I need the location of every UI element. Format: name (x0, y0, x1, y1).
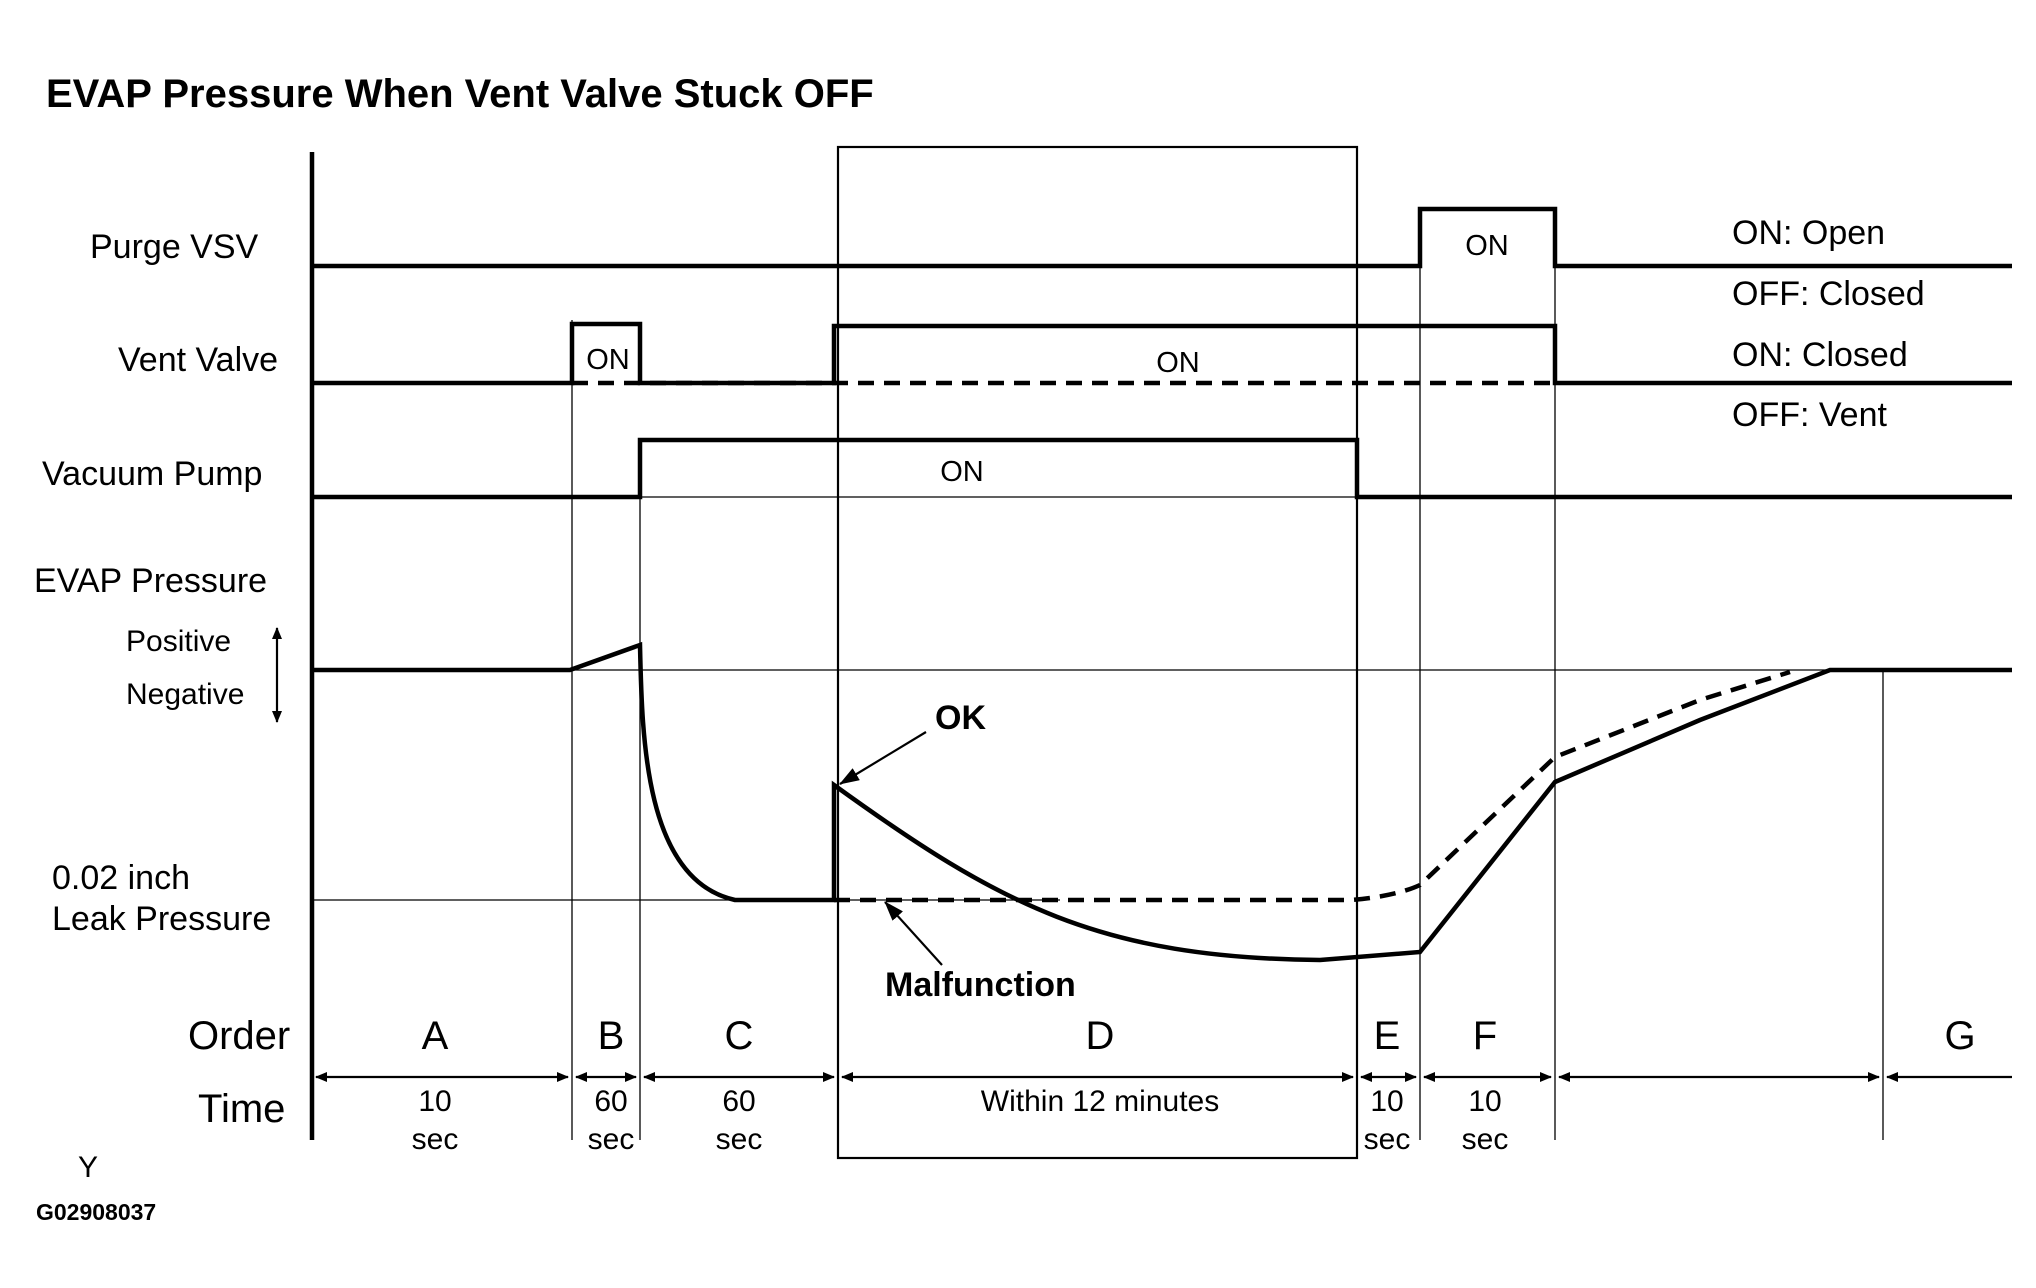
positive-label: Positive (126, 625, 231, 658)
phase-time-value: Within 12 minutes (981, 1085, 1219, 1118)
diagram-title: EVAP Pressure When Vent Valve Stuck OFF (46, 72, 874, 116)
phase-order-label: E (1374, 1014, 1401, 1058)
ok-pointer-arrow (839, 731, 927, 785)
phase-boundaries (571, 262, 1884, 1140)
legend-purge-on: ON: Open (1732, 214, 1885, 252)
legend-vent-off: OFF: Vent (1732, 396, 1887, 434)
purge-vsv-label: Purge VSV (90, 228, 259, 266)
phase-order-label: C (725, 1014, 754, 1058)
phase-time-unit: sec (716, 1123, 763, 1156)
vent-valve-on-short-label: ON (586, 344, 630, 376)
evap-pressure-trace (312, 641, 2012, 963)
legend-purge-off: OFF: Closed (1732, 275, 1925, 313)
phase-time-unit: sec (412, 1123, 459, 1156)
vacuum-pump-on-label: ON (940, 456, 984, 488)
phase-d-window (836, 145, 1359, 1160)
phase-time-unit: sec (588, 1123, 635, 1156)
malfunction-annotation: Malfunction (885, 966, 1076, 1004)
phase-time-unit: sec (1462, 1123, 1509, 1156)
figure-code: G02908037 (36, 1199, 156, 1225)
phase-time-value: 10 (1370, 1085, 1403, 1118)
leak-pressure-label-line1: 0.02 inch (52, 859, 190, 897)
phase-order-label: B (598, 1014, 625, 1058)
phase-order-label: D (1086, 1014, 1115, 1058)
y-mark: Y (78, 1151, 98, 1184)
vacuum-pump-label: Vacuum Pump (42, 455, 262, 493)
phase-order-label: F (1473, 1014, 1497, 1058)
order-row-label: Order (188, 1014, 290, 1058)
malfunction-pointer-arrow (884, 901, 943, 966)
leak-pressure-label-line2: Leak Pressure (52, 900, 271, 938)
phase-time-value: 10 (418, 1085, 451, 1118)
purge-vsv-on-label: ON (1465, 230, 1509, 262)
phase-labels: A 10 sec B 60 sec C 60 sec D Within 12 minutes E 10 s… (412, 1014, 1976, 1156)
evap-pressure-label: EVAP Pressure (34, 562, 267, 600)
phase-time-value: 10 (1468, 1085, 1501, 1118)
vent-valve-label: Vent Valve (118, 341, 278, 379)
phase-order-label: A (422, 1014, 449, 1058)
time-row-label: Time (198, 1087, 285, 1131)
phase-order-label: G (1944, 1014, 1975, 1058)
legend-vent-on: ON: Closed (1732, 336, 1908, 374)
negative-label: Negative (126, 678, 244, 711)
vacuum-pump-trace (312, 437, 2012, 500)
purge-vsv-trace (312, 206, 2012, 269)
phase-time-value: 60 (722, 1085, 755, 1118)
evap-pressure-alt-trace (834, 669, 1791, 903)
phase-time-unit: sec (1364, 1123, 1411, 1156)
phase-time-value: 60 (594, 1085, 627, 1118)
ok-annotation: OK (935, 699, 986, 737)
vent-valve-on-long-label: ON (1156, 347, 1200, 379)
